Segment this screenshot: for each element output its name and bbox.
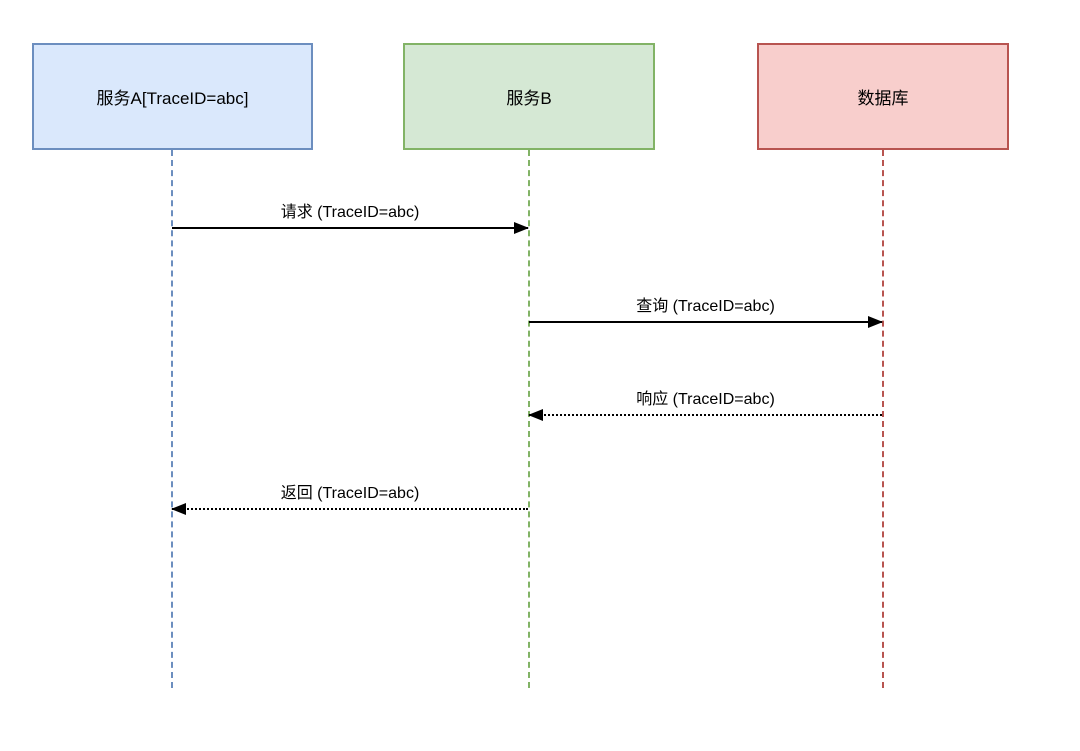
lifeline-service-a [171, 150, 173, 688]
message-return-label: 返回 (TraceID=abc) [280, 485, 420, 502]
message-request-label: 请求 (TraceID=abc) [280, 204, 420, 221]
message-request-a-to-b: 请求 (TraceID=abc) [172, 204, 529, 234]
arrowhead-left-icon [171, 503, 186, 515]
lifeline-database [882, 150, 884, 688]
message-response-label: 响应 (TraceID=abc) [636, 391, 775, 408]
arrowhead-left-icon [528, 409, 543, 421]
message-return-b-to-a: 返回 (TraceID=abc) [171, 485, 528, 515]
message-query-label: 查询 (TraceID=abc) [636, 298, 775, 315]
message-query-b-to-db: 查询 (TraceID=abc) [529, 298, 883, 328]
participant-service-b-label: 服务B [506, 89, 552, 108]
arrowhead-right-icon [514, 222, 529, 234]
participant-service-b: 服务B [403, 43, 655, 150]
participant-service-a-label: 服务A[TraceID=abc] [96, 89, 249, 108]
participant-service-a: 服务A[TraceID=abc] [32, 43, 313, 150]
message-response-db-to-b: 响应 (TraceID=abc) [528, 391, 882, 421]
participant-database: 数据库 [757, 43, 1009, 150]
arrowhead-right-icon [868, 316, 883, 328]
participant-database-label: 数据库 [857, 89, 909, 108]
